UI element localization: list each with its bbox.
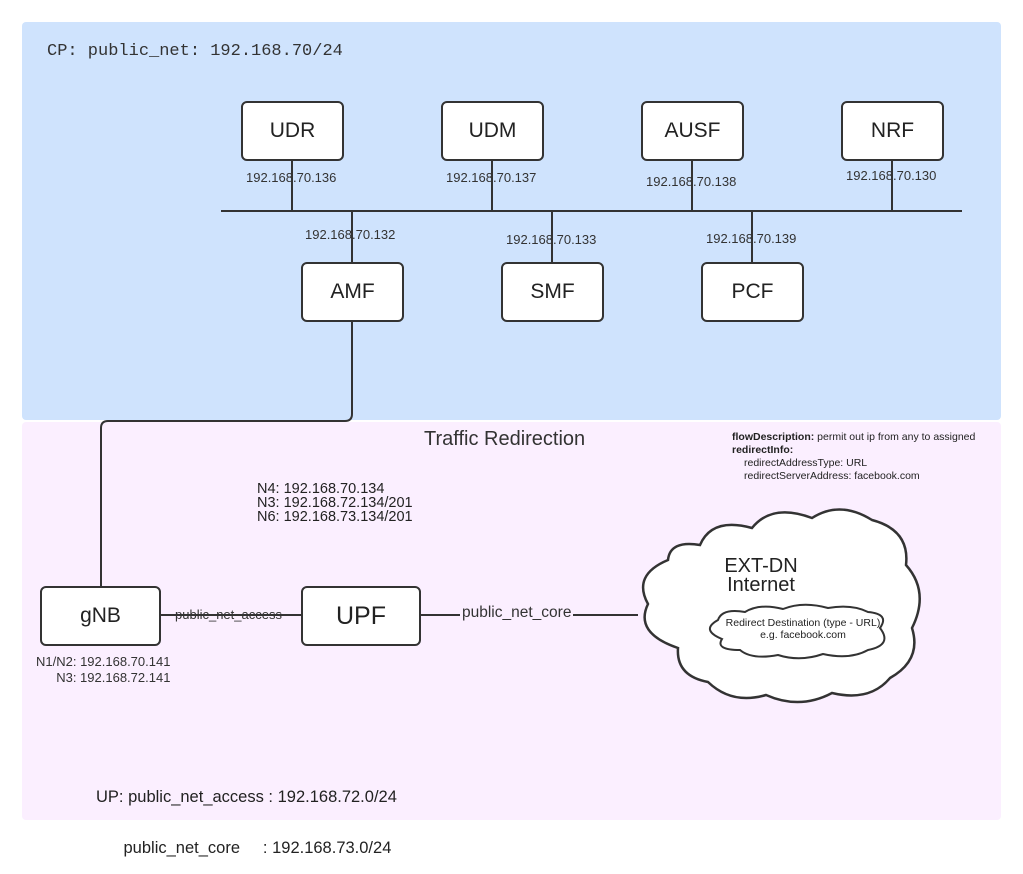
public-net-core-label: public_net_core xyxy=(460,604,574,622)
amf-ip: 192.168.70.132 xyxy=(305,227,396,242)
redirect-destination-line1: Redirect Destination (type - URL) xyxy=(725,617,881,629)
pcf-ip: 192.168.70.139 xyxy=(706,231,797,246)
redirect-info-key: redirectInfo: xyxy=(732,444,794,456)
redirect-address-type: redirectAddressType: URL xyxy=(744,457,868,469)
redirect-server-address: redirectServerAddress: facebook.com xyxy=(744,470,920,482)
upf-n3-ip: N3: 192.168.72.134/201 xyxy=(257,495,413,511)
up-access-subnet: UP: public_net_access : 192.168.72.0/24 xyxy=(96,788,397,806)
smf-ip: 192.168.70.133 xyxy=(506,232,597,247)
udm-node[interactable]: UDM xyxy=(441,101,544,161)
amf-node[interactable]: AMF xyxy=(301,262,404,322)
udr-ip: 192.168.70.136 xyxy=(246,170,337,185)
ext-dn-subtitle: Internet xyxy=(727,574,795,596)
smf-node[interactable]: SMF xyxy=(501,262,604,322)
ext-dn-title: EXT-DN xyxy=(724,555,798,577)
ausf-label: AUSF xyxy=(664,119,721,142)
upf-interface-ips: N4: 192.168.70.134 N3: 192.168.72.134/20… xyxy=(257,481,413,525)
flow-description-key: flowDescription: xyxy=(732,431,815,443)
nrf-node[interactable]: NRF xyxy=(841,101,944,161)
udm-label: UDM xyxy=(468,119,517,142)
redirect-destination-cloud xyxy=(709,603,886,660)
redirect-policy: flowDescription: permit out ip from any … xyxy=(732,431,975,483)
gnb-interface-ips: N1/N2: 192.168.70.141 N3: 192.168.72.141 xyxy=(36,654,170,686)
traffic-redirection-title: Traffic Redirection xyxy=(424,428,586,450)
amf-gnb-link xyxy=(100,322,353,587)
connection-lines xyxy=(100,161,962,704)
public-net-access-label: public_net_access xyxy=(175,607,282,622)
ext-dn-cloud xyxy=(641,508,921,704)
control-plane-panel xyxy=(22,22,1001,420)
cp-network-title: CP: public_net: 192.168.70/24 xyxy=(47,42,343,61)
udr-label: UDR xyxy=(269,119,316,142)
ausf-ip: 192.168.70.138 xyxy=(646,174,737,189)
upf-n6-ip: N6: 192.168.73.134/201 xyxy=(257,509,413,525)
gnb-n1n2-ip: N1/N2: 192.168.70.141 xyxy=(36,654,171,669)
nrf-label: NRF xyxy=(870,119,915,142)
upf-label: UPF xyxy=(336,601,386,630)
smf-label: SMF xyxy=(530,280,575,303)
nrf-ip: 192.168.70.130 xyxy=(846,168,937,183)
udr-node[interactable]: UDR xyxy=(241,101,344,161)
flow-description-value: permit out ip from any to assigned xyxy=(814,431,976,443)
pcf-label: PCF xyxy=(731,280,774,303)
redirect-destination-label: Redirect Destination (type - URL) e.g. f… xyxy=(720,617,886,641)
gnb-label: gNB xyxy=(80,604,121,627)
udm-ip: 192.168.70.137 xyxy=(446,170,537,185)
pcf-node[interactable]: PCF xyxy=(701,262,804,322)
gnb-node[interactable]: gNB xyxy=(40,586,161,646)
gnb-n3-ip: N3: 192.168.72.141 xyxy=(56,670,171,685)
redirect-destination-line2: e.g. facebook.com xyxy=(760,629,846,641)
upf-node[interactable]: UPF xyxy=(301,586,421,646)
upf-n4-ip: N4: 192.168.70.134 xyxy=(257,481,385,497)
ausf-node[interactable]: AUSF xyxy=(641,101,744,161)
up-subnet-summary: UP: public_net_access : 192.168.72.0/24 … xyxy=(96,755,397,874)
amf-label: AMF xyxy=(330,280,375,303)
